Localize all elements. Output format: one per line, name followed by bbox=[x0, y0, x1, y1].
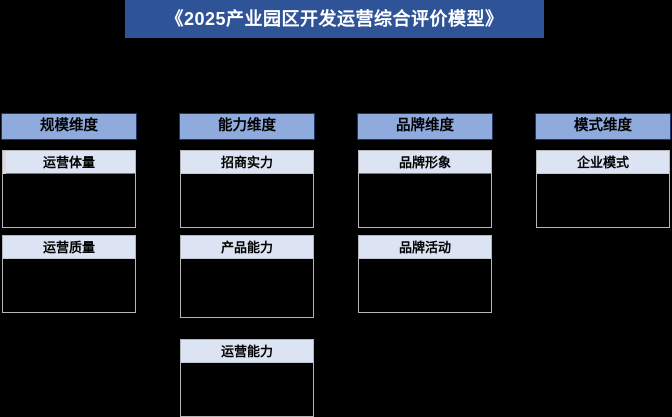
dimension-column-capability: 能力维度 招商实力 产品能力 运营能力 bbox=[179, 113, 315, 417]
sub-item-body bbox=[181, 363, 313, 416]
dimension-header-mode[interactable]: 模式维度 bbox=[535, 113, 671, 140]
dimension-header-capability[interactable]: 能力维度 bbox=[179, 113, 315, 140]
sub-item-box[interactable]: 品牌活动 bbox=[358, 235, 492, 313]
sub-item-header: 企业模式 bbox=[537, 151, 669, 174]
dimension-column-scale: 规模维度 运营体量 运营质量 bbox=[1, 113, 137, 313]
sub-item-header: 产品能力 bbox=[181, 236, 313, 259]
sub-item-header: 运营体量 bbox=[3, 151, 135, 174]
sub-item-label: 产品能力 bbox=[220, 239, 273, 255]
sub-item-box[interactable]: 招商实力 bbox=[180, 150, 314, 228]
sub-item-box[interactable]: 产品能力 bbox=[180, 235, 314, 318]
sub-item-header: 品牌活动 bbox=[359, 236, 491, 259]
sub-item-body-text bbox=[181, 174, 313, 180]
sub-item-box[interactable]: 品牌形象 bbox=[358, 150, 492, 228]
sub-item-body bbox=[181, 174, 313, 227]
sub-item-label: 品牌活动 bbox=[398, 239, 451, 255]
sub-item-body-text bbox=[181, 259, 313, 265]
sub-item-body bbox=[537, 174, 669, 227]
sub-item-body-text bbox=[3, 174, 135, 180]
sub-item-body-text bbox=[3, 259, 135, 265]
sub-item-box[interactable]: 运营质量 bbox=[2, 235, 136, 313]
sub-item-label: 品牌形象 bbox=[398, 154, 451, 170]
sub-item-body-text bbox=[359, 174, 491, 180]
dimension-header-label: 规模维度 bbox=[40, 118, 98, 135]
dimension-header-label: 能力维度 bbox=[218, 118, 276, 135]
sub-item-header: 运营能力 bbox=[181, 340, 313, 363]
sub-item-label: 招商实力 bbox=[220, 154, 273, 170]
sub-item-box[interactable]: 运营能力 bbox=[180, 339, 314, 417]
sub-item-body bbox=[3, 174, 135, 227]
dimension-header-brand[interactable]: 品牌维度 bbox=[357, 113, 493, 140]
sub-item-header: 招商实力 bbox=[181, 151, 313, 174]
sub-item-body bbox=[181, 259, 313, 317]
sub-item-header: 品牌形象 bbox=[359, 151, 491, 174]
sub-item-body bbox=[359, 259, 491, 312]
sub-item-label: 运营能力 bbox=[220, 343, 273, 359]
sub-item-body bbox=[3, 259, 135, 312]
dimension-header-scale[interactable]: 规模维度 bbox=[1, 113, 137, 140]
sub-item-body bbox=[359, 174, 491, 227]
dimension-header-label: 品牌维度 bbox=[396, 118, 454, 135]
sub-item-label: 运营质量 bbox=[42, 239, 95, 255]
sub-item-body-text bbox=[537, 174, 669, 180]
sub-item-box[interactable]: 企业模式 bbox=[536, 150, 670, 228]
sub-item-header: 运营质量 bbox=[3, 236, 135, 259]
dimension-column-mode: 模式维度 企业模式 bbox=[535, 113, 671, 228]
page-title: 《2025产业园区开发运营综合评价模型》 bbox=[165, 9, 504, 29]
sub-item-label: 运营体量 bbox=[42, 154, 95, 170]
sub-item-label: 企业模式 bbox=[576, 154, 629, 170]
sub-item-body-text bbox=[359, 259, 491, 265]
sub-item-body-text bbox=[181, 363, 313, 369]
model-title-banner: 《2025产业园区开发运营综合评价模型》 bbox=[125, 0, 544, 38]
sub-item-box[interactable]: 运营体量 bbox=[2, 150, 136, 228]
dimension-header-label: 模式维度 bbox=[574, 118, 632, 135]
dimension-column-brand: 品牌维度 品牌形象 品牌活动 bbox=[357, 113, 493, 313]
